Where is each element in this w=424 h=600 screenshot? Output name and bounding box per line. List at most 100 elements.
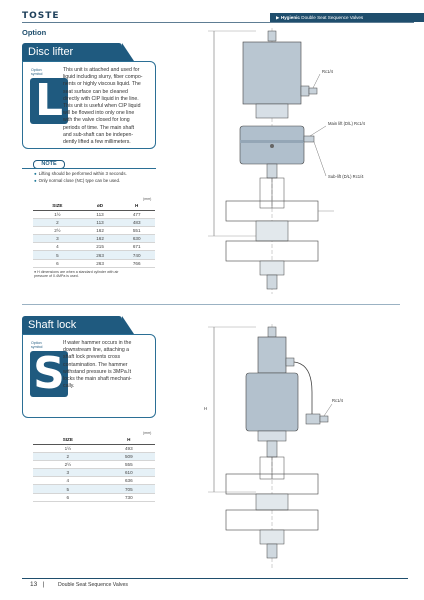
description-line: and sub-shaft can be indepen-: [63, 131, 134, 138]
table-cell: 5: [33, 250, 82, 260]
description-line: nents or highly viscous liquid. The: [63, 81, 141, 88]
table-cell: 610: [102, 468, 155, 478]
port-label: Main lift (D/L) Rc1/4: [328, 121, 366, 126]
table-cell: 705: [102, 484, 155, 494]
section-title: Option: [22, 28, 47, 37]
description-line: will be flowed into only one line: [63, 110, 135, 117]
description-line: directly with CIP liquid in the line.: [63, 95, 139, 102]
description-line: This unit is useful when CIP liquid: [63, 103, 141, 110]
table-cell: 671: [118, 242, 155, 252]
table-unit: (mm): [143, 431, 152, 435]
description-line: liquid including slurry, fiber compo-: [63, 74, 143, 81]
table-cell: 1½: [33, 444, 103, 453]
disc-lifter-title: Disc lifter: [22, 43, 134, 61]
table-cell: 483: [118, 218, 155, 227]
table-cell: 636: [102, 476, 155, 486]
table-unit: (mm): [143, 197, 152, 201]
table-cell: 509: [102, 452, 155, 461]
description-line: dently lifted a few millimeters.: [63, 139, 131, 146]
port-label: Sub-lift (D/L) Rc1/4: [328, 174, 364, 179]
table-cell: 3: [33, 468, 103, 478]
table-cell: 6: [33, 493, 103, 502]
description-line: cally.: [63, 383, 75, 390]
description-line: periods of time. The main shaft: [63, 124, 135, 131]
banner-text: Double Seat Sequence Valves: [301, 15, 364, 20]
table-cell: 5: [33, 484, 103, 494]
table-cell: 766: [118, 259, 155, 268]
description-line: shaft lock prevents cross: [63, 354, 121, 361]
table-cell: 2½: [33, 226, 82, 236]
table-cell: 477: [118, 210, 155, 219]
table-header: H: [118, 202, 155, 211]
table-cell: 555: [102, 460, 155, 470]
table-cell: 6: [33, 259, 82, 268]
table-cell: 4: [33, 242, 82, 252]
table-cell: 740: [118, 250, 155, 260]
footer-title: Double Seat Sequence Valves: [58, 582, 128, 588]
description-line: locks the main shaft mechani-: [63, 376, 132, 383]
table-cell: 2: [33, 452, 103, 461]
description-line: If water hammer occurs in the: [63, 340, 132, 346]
banner-strong: Hygienic: [280, 15, 300, 20]
disc-lifter-diagram: Rc1/4 Main lift (D/L) Rc1/4 Sub-lift (D/…: [208, 28, 366, 294]
table-cell: 2: [33, 218, 82, 227]
table-header: H: [102, 436, 155, 445]
table-cell: 730: [102, 493, 155, 502]
shaft-lock-title: Shaft lock: [22, 316, 134, 334]
table-cell: 263: [81, 259, 119, 268]
section-divider: [22, 304, 400, 305]
option-letter-s: S: [30, 351, 68, 397]
table-cell: 551: [118, 226, 155, 236]
description-line: This unit is attached and used for: [63, 67, 140, 73]
table-cell: 493: [102, 444, 155, 453]
description-line: downstream line, attaching a: [63, 347, 130, 354]
table-cell: 263: [81, 250, 119, 260]
table-cell: 2½: [33, 460, 103, 470]
note-rule: [22, 168, 156, 169]
table-cell: 162: [81, 226, 119, 236]
table-cell: 162: [81, 234, 119, 244]
table-header: øD: [81, 202, 119, 211]
description-line: with the valve closed for long: [63, 117, 130, 124]
table-footnote: ● H dimensions are when a standard cylin…: [34, 270, 119, 279]
brand-logo: TOSTE: [22, 11, 60, 21]
table-cell: 113: [81, 210, 119, 219]
table-cell: 215: [81, 242, 119, 252]
port-label: Rc1/4: [322, 69, 334, 74]
header-banner: ▶ Hygienic Double Seat Sequence Valves: [270, 13, 424, 22]
footer-rule: [22, 578, 408, 579]
table-header: SIZE: [33, 202, 82, 211]
table-cell: 3: [33, 234, 82, 244]
header-rule: [22, 22, 414, 23]
note-item: Only normal close (NC) type can be used.: [34, 178, 121, 183]
table-cell: 4: [33, 476, 103, 486]
table-cell: 1½: [33, 210, 82, 219]
port-label: Rc1/4: [332, 398, 344, 403]
table-cell: 630: [118, 234, 155, 244]
description-line: contamination. The hammer: [63, 361, 128, 368]
note-item: Lifting should be performed within 3 sec…: [34, 171, 127, 176]
description-line: seat surface can be cleaned: [63, 88, 128, 95]
table-cell: 113: [81, 218, 119, 227]
